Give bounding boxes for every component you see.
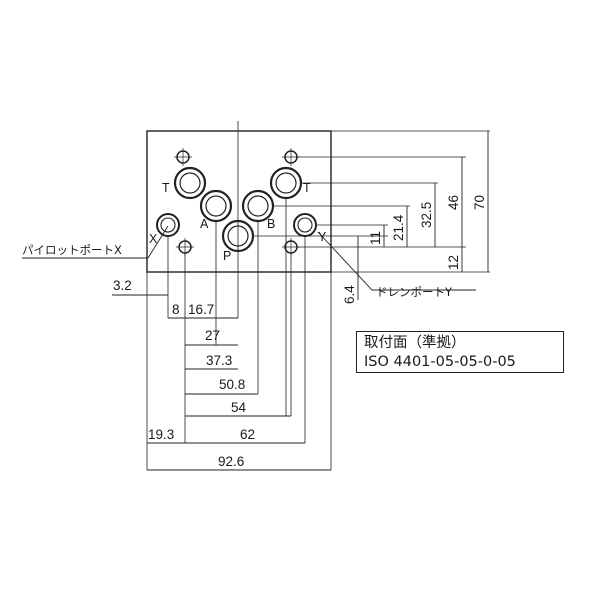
dim-16-7: 16.7 bbox=[188, 302, 214, 317]
dim-21-4: 21.4 bbox=[391, 214, 406, 241]
bolt-hole-top-left bbox=[174, 148, 192, 166]
mounting-standard-code: ISO 4401-05-05-0-05 bbox=[364, 354, 516, 370]
port-t-right bbox=[269, 166, 303, 200]
dim-32-5: 32.5 bbox=[419, 202, 434, 228]
port-label-t-right: T bbox=[303, 181, 311, 195]
dim-50-8: 50.8 bbox=[219, 377, 245, 392]
dim-37-3: 37.3 bbox=[206, 353, 232, 368]
extension-lines-vertical bbox=[146, 198, 332, 470]
dim-27: 27 bbox=[205, 328, 220, 343]
dim-8: 8 bbox=[172, 302, 180, 317]
dim-19-3: 19.3 bbox=[148, 427, 174, 442]
port-x bbox=[156, 213, 180, 237]
vertical-dimension-lines bbox=[357, 131, 489, 300]
port-label-x: X bbox=[149, 232, 158, 246]
port-label-p: P bbox=[223, 249, 231, 263]
dim-11: 11 bbox=[368, 231, 383, 245]
mounting-plate-outline bbox=[146, 130, 332, 273]
dim-92-6: 92.6 bbox=[218, 454, 244, 469]
port-label-y: Y bbox=[318, 230, 327, 244]
extension-lines-horizontal bbox=[253, 130, 490, 273]
callout-leaders bbox=[22, 225, 476, 291]
port-t-left bbox=[173, 166, 207, 200]
port-y bbox=[293, 213, 317, 237]
dim-6-4: 6.4 bbox=[342, 285, 357, 304]
port-label-a: A bbox=[200, 217, 209, 231]
dim-3-2: 3.2 bbox=[113, 278, 132, 293]
dim-12: 12 bbox=[446, 255, 461, 270]
dim-46: 46 bbox=[446, 195, 461, 210]
port-label-t-left: T bbox=[162, 181, 170, 195]
horizontal-dimension-lines bbox=[112, 294, 331, 471]
drain-port-callout: ドレンポートY bbox=[376, 285, 453, 299]
pilot-port-callout: パイロットポートX bbox=[22, 243, 122, 257]
port-label-b: B bbox=[267, 217, 275, 231]
dim-70: 70 bbox=[472, 195, 487, 210]
dim-54: 54 bbox=[231, 400, 247, 415]
dim-62: 62 bbox=[240, 427, 255, 442]
mounting-standard-box: 取付面（準拠） ISO 4401-05-05-0-05 bbox=[356, 331, 564, 373]
mounting-standard-title: 取付面（準拠） bbox=[364, 335, 466, 351]
